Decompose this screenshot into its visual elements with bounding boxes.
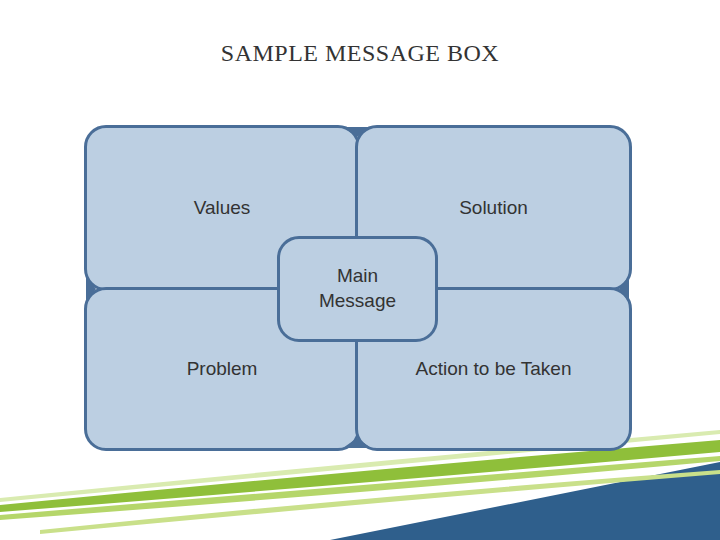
green-swoosh: [40, 470, 720, 534]
blue-band: [330, 462, 720, 540]
box-label: Main Message: [312, 264, 404, 313]
box-label: Problem: [187, 357, 258, 382]
green-swoosh: [0, 456, 720, 520]
box-label: Values: [194, 196, 251, 221]
box-label: Action to be Taken: [416, 357, 572, 382]
box-label: Solution: [459, 196, 528, 221]
main-message-box: Main Message: [277, 236, 438, 342]
slide-title: SAMPLE MESSAGE BOX: [0, 40, 720, 67]
